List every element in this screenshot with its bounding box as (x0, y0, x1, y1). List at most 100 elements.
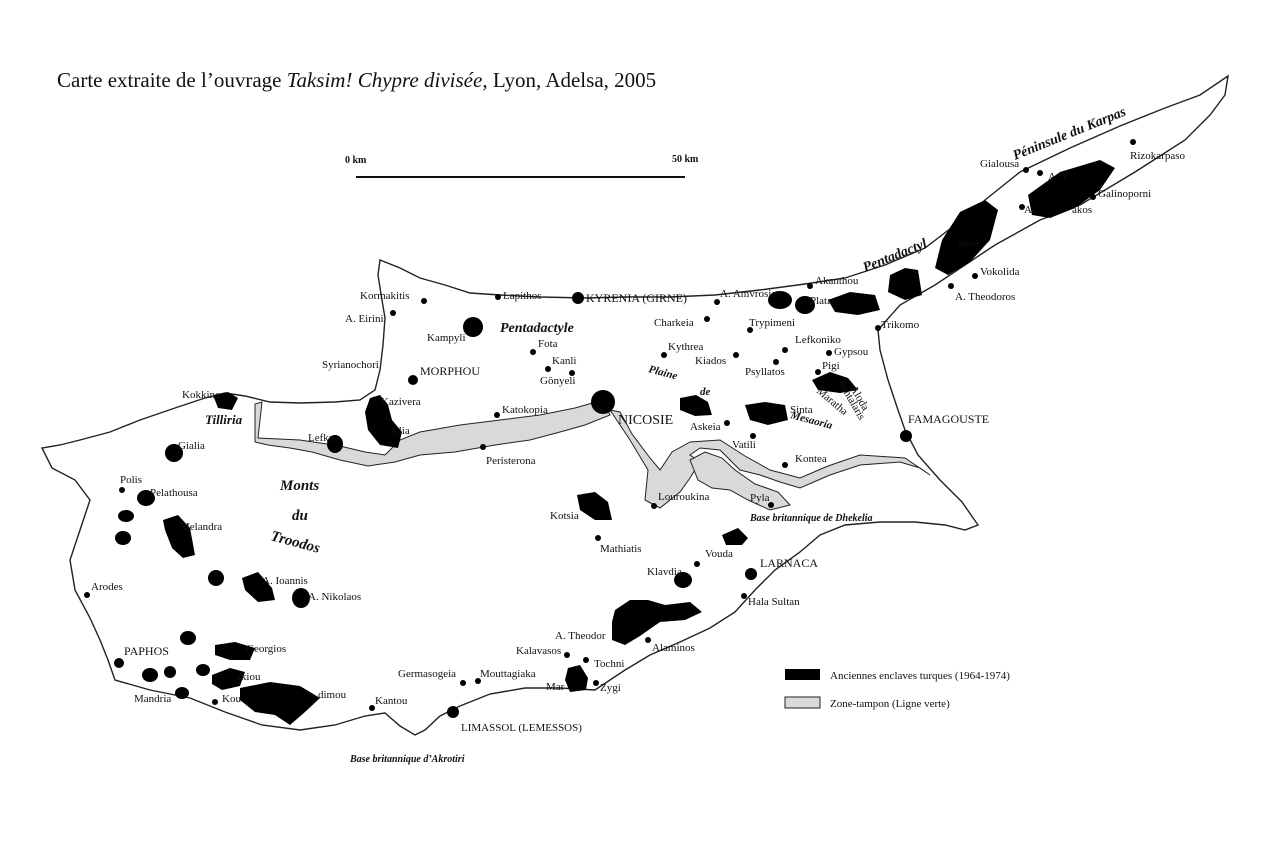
label-alaminos: Alaminos (652, 642, 695, 654)
enclave-a-ioannis (242, 572, 275, 602)
enclave-a-nikolaos (292, 588, 310, 608)
enclave-arodes-east (208, 570, 224, 586)
label-pigi: Pigi (822, 360, 840, 372)
enclave-kouklia (240, 682, 320, 725)
enclave-akiou (212, 668, 245, 690)
label-akos: akos (1072, 204, 1092, 216)
label-gialia: Gialia (178, 440, 205, 452)
label-kotsiatis: Kotsia (550, 510, 579, 522)
label-hala-sultan: Hala Sultan (748, 596, 800, 608)
legend-buffer-swatch (784, 696, 821, 709)
label-famagouste: FAMAGOUSTE (908, 412, 989, 426)
label-pelathousa: Pelathousa (150, 487, 198, 499)
label-zygi: Zygi (600, 682, 621, 694)
region-troodos-2: du (292, 508, 308, 524)
label-a-theodoros: A. Theodoros (955, 291, 1015, 303)
caption-suffix: , Lyon, Adelsa, 2005 (482, 68, 657, 92)
enclave-melandra (163, 515, 195, 558)
enclave-paphos-3 (164, 666, 176, 678)
enclave-kampyli (463, 317, 483, 337)
region-pentadactyle-west: Pentadactyle (500, 321, 574, 336)
label-nicosie: NICOSIE (618, 413, 673, 428)
label-mari: Mar (546, 681, 565, 693)
label-kantou: Kantou (375, 695, 408, 707)
label-polis: Polis (120, 474, 142, 486)
label-gialousa: Gialousa (980, 158, 1019, 170)
enclave-georgios (215, 642, 255, 660)
enclave-plata (828, 292, 880, 315)
label-klavdia: Klavdia (647, 566, 682, 578)
buffer-zone-west (254, 399, 611, 467)
label-syrianochori: Syrianochori (322, 359, 379, 371)
enclave-plata-west (795, 296, 815, 314)
enclave-paphos-2 (142, 668, 158, 682)
town-dots (84, 139, 1136, 718)
label-a-amvrosios: A. Amvrosios (720, 288, 781, 300)
label-akanthou: Akanthou (815, 275, 859, 287)
label-kalavasos: Kalavasos (516, 645, 561, 657)
enclave-gialia (165, 444, 183, 462)
legend-enclaves-label: Anciennes enclaves turques (1964-1974) (830, 670, 1010, 682)
label-pyla: Pyla (750, 492, 770, 504)
enclave-kazivera (365, 395, 402, 448)
label-a-nikolaos: A. Nikolaos (308, 591, 361, 603)
enclave-lefka (327, 435, 343, 453)
label-mandria: Mandria (134, 693, 171, 705)
label-charkeia: Charkeia (654, 317, 694, 329)
enclaves (115, 160, 1115, 725)
label-georgios: Georgios (246, 643, 286, 655)
enclave-klavdia-south (674, 572, 692, 588)
enclave-paphos-1 (180, 631, 196, 645)
region-tilliria: Tilliria (205, 412, 243, 427)
enclave-pelathousa (137, 490, 155, 506)
legend-enclaves-swatch (785, 669, 820, 680)
label-melandra: Melandra (180, 521, 222, 533)
buffer-zone-east (608, 409, 931, 509)
label-kythrea: Kythrea (668, 341, 704, 353)
label-paphos: PAPHOS (124, 644, 169, 658)
enclave-karpas (1028, 160, 1115, 218)
label-mouttagiaka: Mouttagiaka (480, 668, 536, 680)
enclave-askeia (680, 395, 712, 416)
buffer-zone-dhekelia (689, 451, 791, 511)
label-plata: Plata (810, 295, 832, 307)
label-tochni: Tochni (594, 658, 624, 670)
label-kiados: Kiados (695, 355, 726, 367)
label-dimou: dimou (318, 689, 347, 701)
legend-buffer-label: Zone-tampon (Ligne verte) (830, 698, 950, 710)
region-akrotiri: Base britannique d’Akrotiri (349, 754, 465, 765)
label-lefka: Lefka (308, 432, 334, 444)
enclave-kotsiatis (577, 492, 612, 520)
label-sinta: Sinta (790, 404, 813, 416)
label-fota: Fota (538, 338, 558, 350)
enclave-pentadactyl-east (935, 200, 998, 275)
label-vouda: Vouda (705, 548, 733, 560)
region-plaine-2: de (700, 386, 711, 398)
enclave-mari (565, 665, 588, 692)
label-galinoporni: Galinoporni (1098, 188, 1151, 200)
scale-end-label: 50 km (672, 154, 699, 165)
label-arodes: Arodes (91, 581, 123, 593)
label-lefkoniko: Lefkoniko (795, 334, 841, 346)
region-troodos-1: Monts (279, 478, 319, 494)
label-trypimeni: Trypimeni (749, 317, 795, 329)
scale-start-label: 0 km (345, 155, 367, 166)
label-limassol: LIMASSOL (LEMESSOS) (461, 722, 582, 734)
enclave-polis-1 (118, 510, 134, 522)
label-a-theodoros-south: A. Theodor (555, 630, 606, 642)
enclave-akiou-west (196, 664, 210, 676)
label-psyllatos: Psyllatos (745, 366, 785, 378)
label-larnaca: LARNACA (760, 556, 818, 570)
region-dhekelia: Base britannique de Dhekelia (749, 513, 873, 524)
enclave-klavdia (722, 528, 748, 545)
label-a-akos: A. (1024, 204, 1035, 216)
label-kou: Kou (222, 693, 241, 705)
label-a-t: A. T (1048, 171, 1068, 183)
label-elia: Elia (392, 425, 410, 437)
label-gonyeli: Gönyeli (540, 375, 575, 387)
label-louroukina: Louroukina (658, 491, 709, 503)
label-kanli: Kanli (552, 355, 576, 367)
label-kyrenia: KYRENIA (GIRNE) (586, 291, 687, 305)
label-akiou: akiou (236, 671, 261, 683)
